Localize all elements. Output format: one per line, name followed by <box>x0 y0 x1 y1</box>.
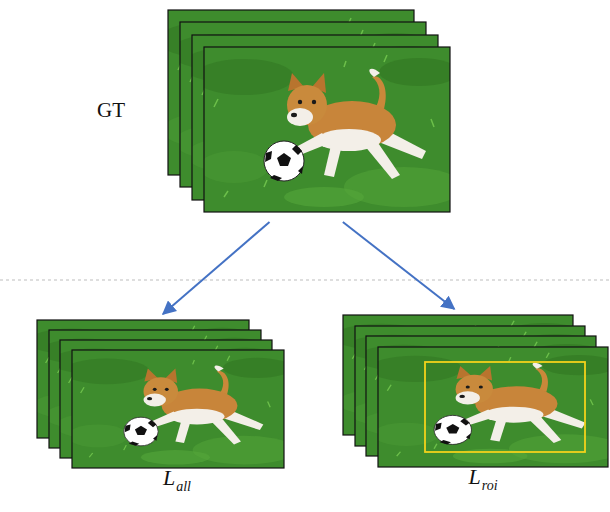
flow-arrow <box>343 222 454 309</box>
label-text: L <box>163 465 175 490</box>
label-text: L <box>468 464 480 489</box>
roi-frame-stack <box>334 315 610 467</box>
divider-line <box>0 280 610 281</box>
gt-frame-stack <box>158 10 464 212</box>
label-subscript: all <box>176 479 191 494</box>
stack-label: Lall <box>163 465 191 491</box>
flow-arrow <box>163 222 270 314</box>
stack-label: GT <box>97 98 125 123</box>
roi-box <box>425 362 585 452</box>
image-stack: Lall <box>37 320 284 468</box>
label-subscript: roi <box>482 478 498 493</box>
stack-label: Lroi <box>468 464 497 490</box>
image-stack: GT <box>168 10 450 212</box>
label-text: GT <box>97 98 125 122</box>
all-frame-stack <box>28 320 296 468</box>
image-stack: Lroi <box>343 315 608 467</box>
